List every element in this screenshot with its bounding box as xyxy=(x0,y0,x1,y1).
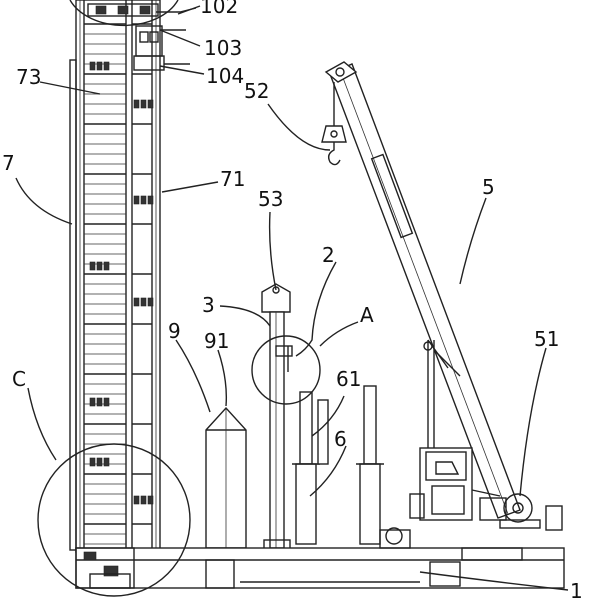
bolt-mark xyxy=(103,397,110,407)
tower-bolts xyxy=(89,61,154,505)
label-91: 91 xyxy=(204,329,229,353)
bolt-mark xyxy=(89,261,96,271)
bolt-mark xyxy=(133,195,140,205)
label-52: 52 xyxy=(244,79,269,103)
bolt-mark xyxy=(89,397,96,407)
bolt-mark xyxy=(140,195,147,205)
label-2: 2 xyxy=(322,243,335,267)
label-51: 51 xyxy=(534,327,559,351)
bolt-mark xyxy=(140,495,147,505)
bolt-mark xyxy=(133,297,140,307)
label-9: 9 xyxy=(168,319,181,343)
label-1: 1 xyxy=(570,579,583,600)
bolt-mark xyxy=(133,495,140,505)
labels: 102 103 104 73 52 7 71 53 5 2 3 A 9 91 5… xyxy=(2,0,583,603)
bolt-mark xyxy=(89,457,96,467)
label-53: 53 xyxy=(258,187,283,211)
bolt-mark xyxy=(96,61,103,71)
bolt-mark xyxy=(103,457,110,467)
label-3: 3 xyxy=(202,293,215,317)
label-102: 102 xyxy=(200,0,238,18)
bolt-mark xyxy=(147,99,154,109)
bolt-mark xyxy=(140,297,147,307)
base-frame xyxy=(75,527,565,589)
bolt-mark xyxy=(96,397,103,407)
label-c: C xyxy=(12,367,26,391)
detail-circle-c xyxy=(37,443,191,597)
post-91 xyxy=(205,406,247,549)
center-column xyxy=(261,283,293,551)
cylinders-6 xyxy=(292,385,384,545)
bolt-mark xyxy=(96,261,103,271)
bolt-mark xyxy=(89,61,96,71)
label-73: 73 xyxy=(16,65,41,89)
label-104: 104 xyxy=(206,64,244,88)
bolt-mark xyxy=(133,99,140,109)
bolt-mark xyxy=(103,261,110,271)
bolt-mark xyxy=(96,457,103,467)
label-7: 7 xyxy=(2,151,15,175)
top-detail-circle xyxy=(69,0,179,27)
label-103: 103 xyxy=(204,36,242,60)
bolt-mark xyxy=(103,61,110,71)
crane xyxy=(321,61,563,531)
bolt-mark xyxy=(147,495,154,505)
label-a: A xyxy=(360,303,374,327)
label-71: 71 xyxy=(220,167,245,191)
bolt-mark xyxy=(147,195,154,205)
tower xyxy=(69,0,161,565)
label-5: 5 xyxy=(482,175,495,199)
label-61: 61 xyxy=(336,367,361,391)
detail-circle-a xyxy=(251,335,321,405)
label-6: 6 xyxy=(334,427,347,451)
bolt-mark xyxy=(140,99,147,109)
leader-lines xyxy=(15,5,569,591)
bolt-mark xyxy=(147,297,154,307)
